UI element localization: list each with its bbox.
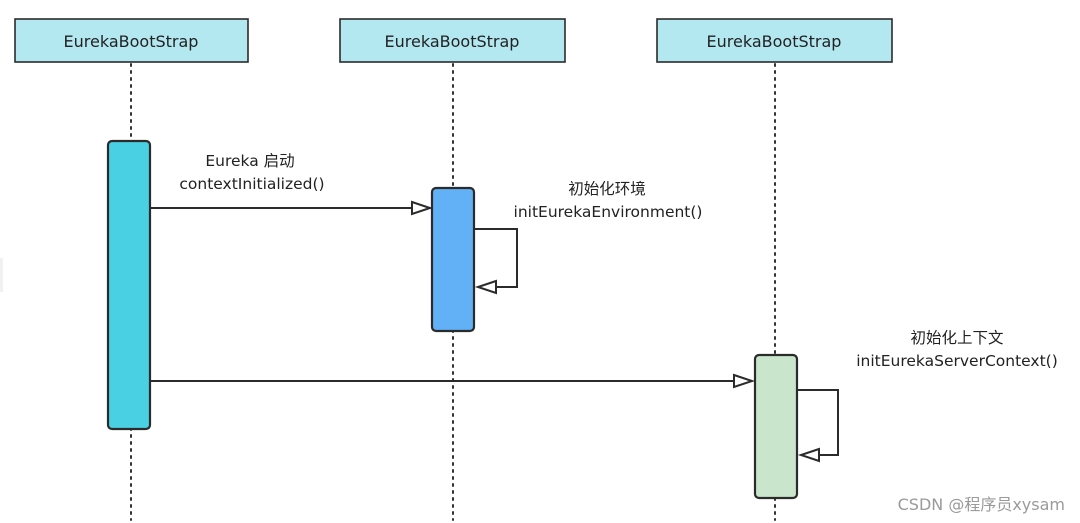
message-3-arrowhead: [733, 373, 756, 389]
message-4-label: 初始化上下文: [910, 329, 1003, 347]
message-2-label: 初始化环境: [568, 179, 646, 198]
activation-bar-2: [430, 186, 476, 333]
message-1: Eureka 启动 contextInitialized(): [150, 152, 434, 216]
message-4: 初始化上下文 initEurekaServerContext(): [797, 329, 1058, 463]
participant-title-3: EurekaBootStrap: [707, 32, 842, 51]
message-2-arrowhead: [474, 279, 497, 295]
activation-bar-1: [106, 139, 152, 431]
message-3: [150, 373, 756, 389]
participant-3: EurekaBootStrap: [656, 18, 893, 63]
participant-title-1: EurekaBootStrap: [64, 32, 199, 51]
participant-2: EurekaBootStrap: [339, 18, 566, 63]
message-2: 初始化环境 initEurekaEnvironment(): [474, 179, 703, 295]
participant-title-2: EurekaBootStrap: [385, 32, 520, 51]
watermark-text: CSDN @程序员xysam: [898, 495, 1065, 514]
participant-box-2: [339, 18, 566, 63]
message-4-loop: [797, 389, 839, 456]
message-2-method: initEurekaEnvironment(): [514, 203, 703, 221]
activation-bar-3: [753, 353, 799, 500]
message-4-method: initEurekaServerContext(): [856, 352, 1058, 370]
message-4-arrowhead: [797, 447, 820, 463]
message-1-method: contextInitialized(): [179, 175, 324, 193]
participant-box-1: [14, 18, 249, 63]
message-2-loop: [474, 228, 518, 288]
participant-box-3: [656, 18, 893, 63]
left-edge-mark: [0, 258, 3, 292]
message-1-label: Eureka 启动: [205, 152, 294, 170]
message-1-arrowhead: [411, 200, 434, 216]
participant-1: EurekaBootStrap: [14, 18, 249, 63]
